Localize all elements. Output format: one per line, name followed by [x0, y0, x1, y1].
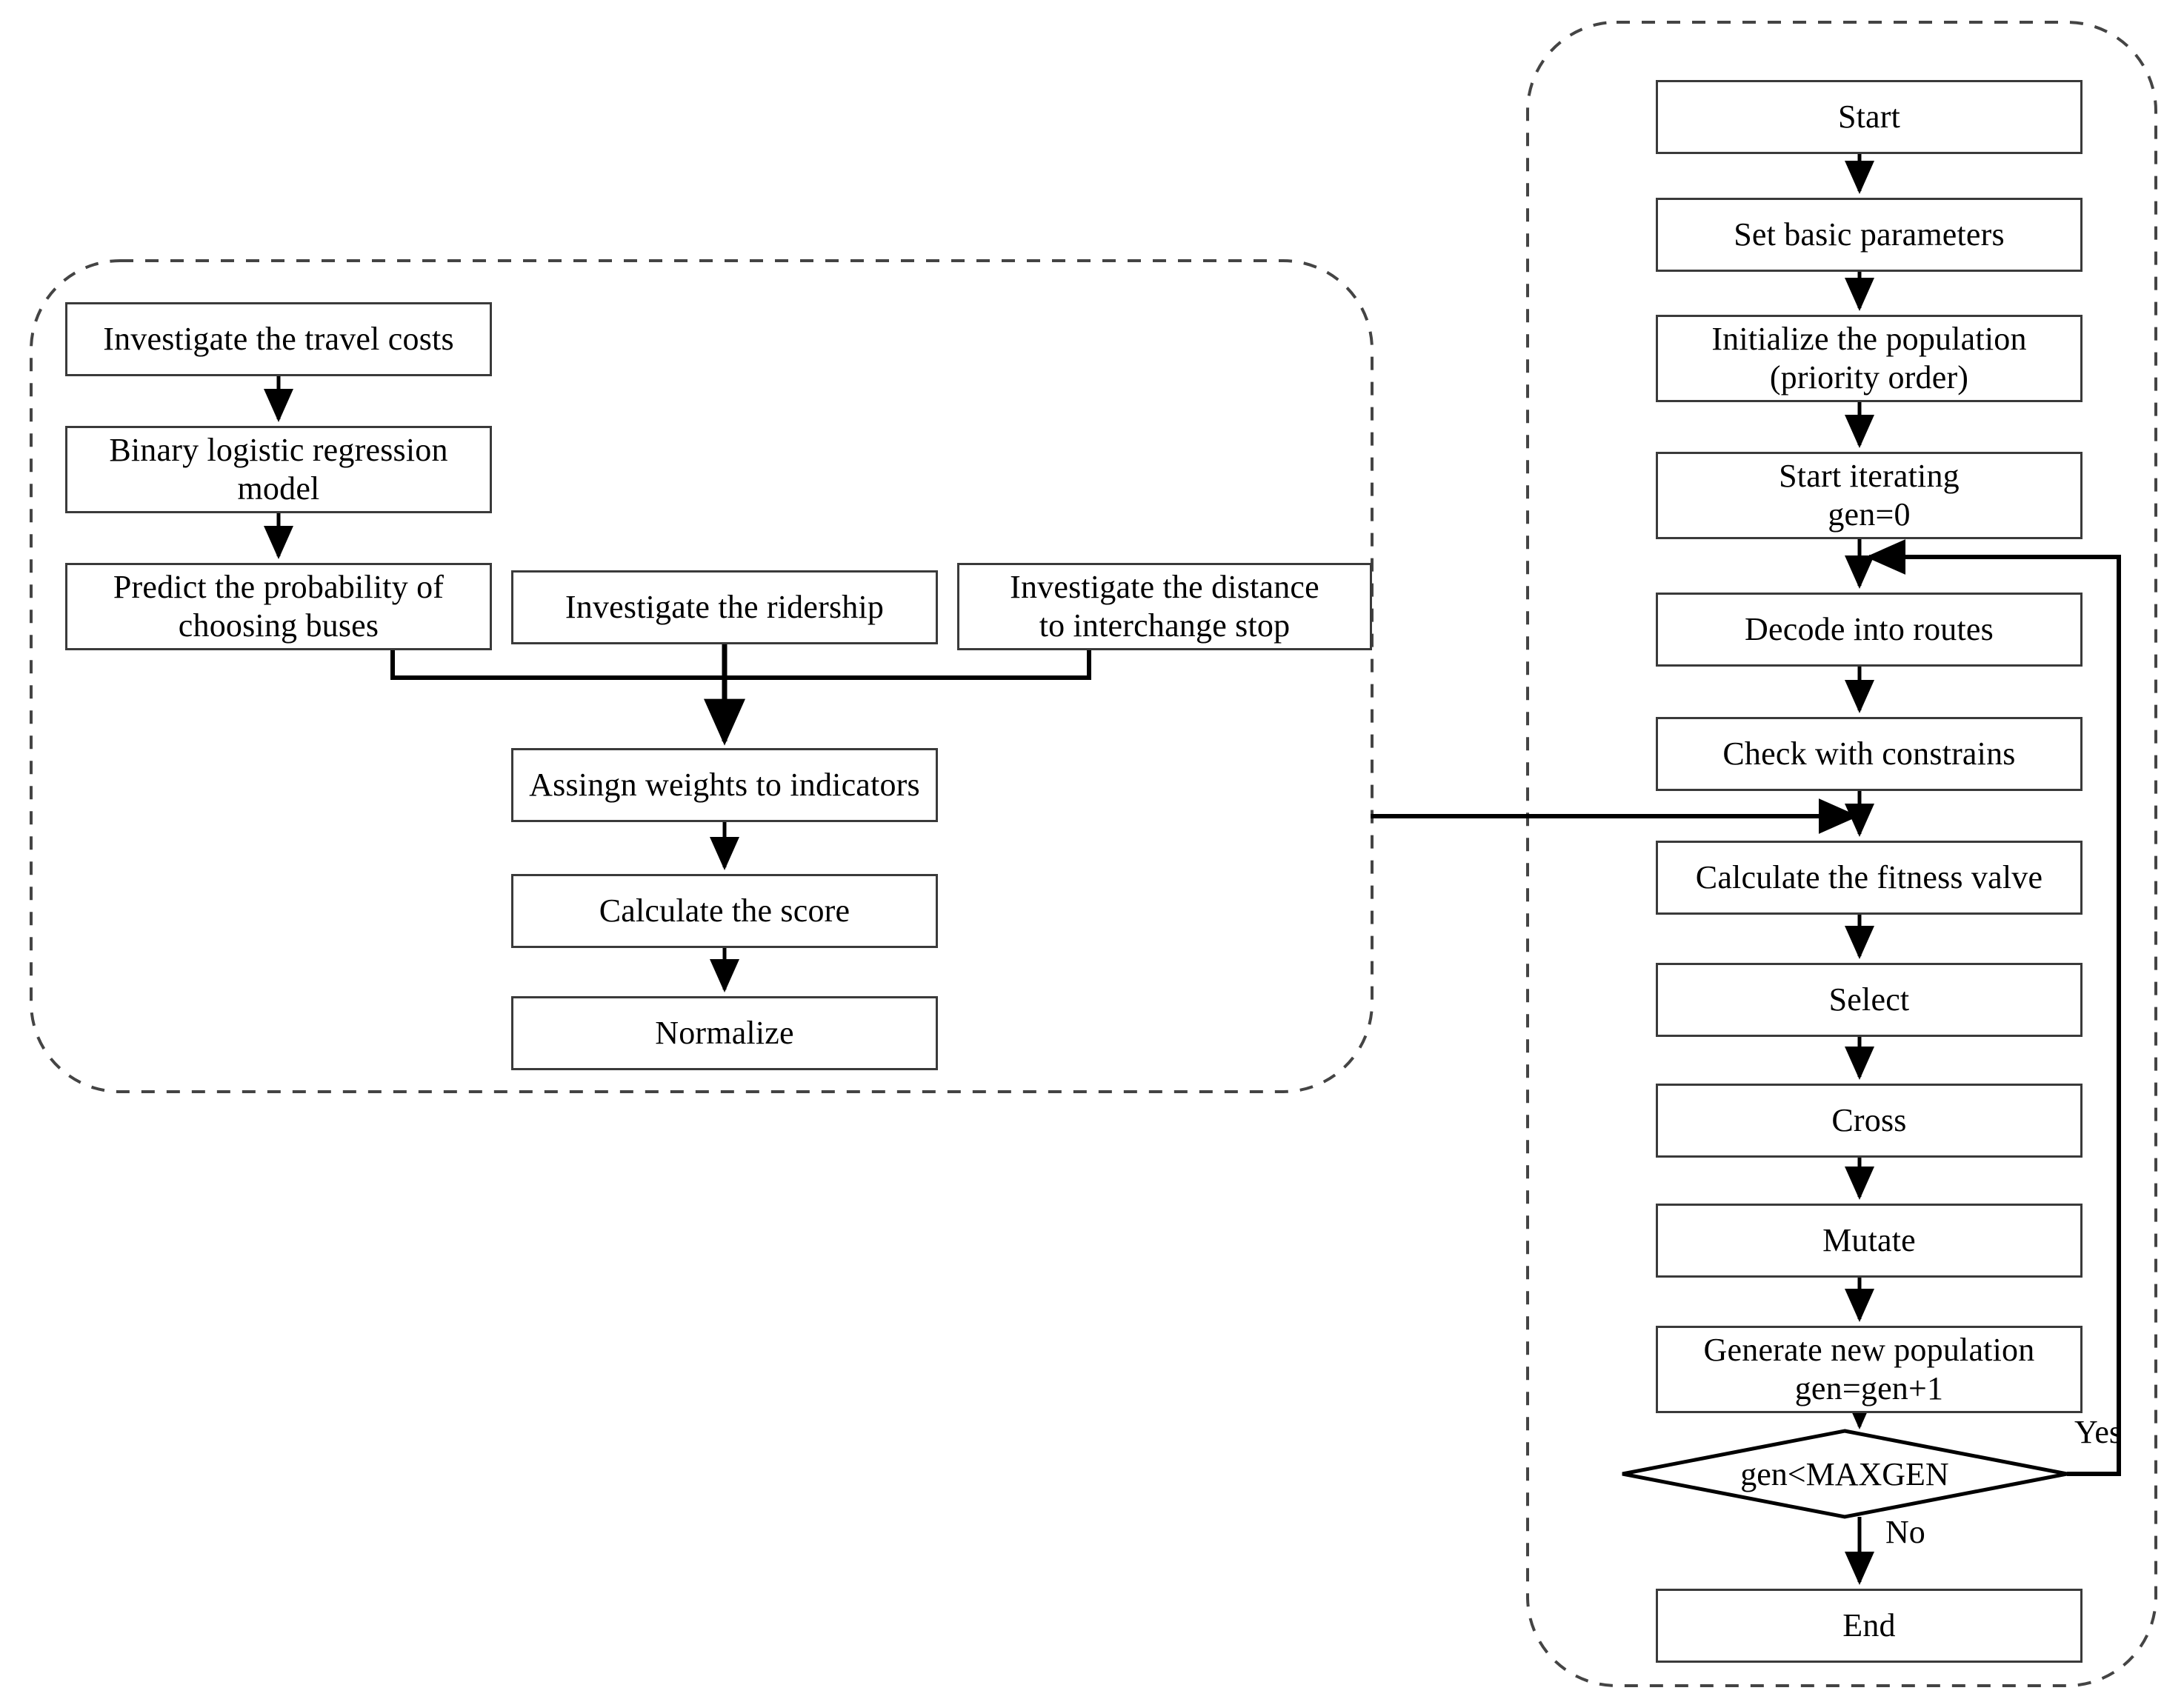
node-normalize[interactable]: Normalize [511, 996, 938, 1070]
edge-label-no: No [1885, 1514, 1925, 1550]
node-investigate-ridership[interactable]: Investigate the ridership [511, 570, 938, 644]
node-end[interactable]: End [1656, 1589, 2083, 1663]
node-start-iterating[interactable]: Start iterating gen=0 [1656, 452, 2083, 539]
node-decode-into-routes[interactable]: Decode into routes [1656, 593, 2083, 667]
node-start[interactable]: Start [1656, 80, 2083, 154]
decision-label-gen-maxgen[interactable]: gen<MAXGEN [1740, 1455, 1949, 1492]
node-calculate-the-fitness-valve[interactable]: Calculate the fitness valve [1656, 841, 2083, 915]
node-initialize-the-population[interactable]: Initialize the population (priority orde… [1656, 315, 2083, 402]
node-mutate[interactable]: Mutate [1656, 1204, 2083, 1278]
node-binary-logistic-regression-model[interactable]: Binary logistic regression model [65, 426, 492, 513]
edge-label-yes: Yes [2074, 1414, 2123, 1450]
node-set-basic-parameters[interactable]: Set basic parameters [1656, 198, 2083, 272]
edge-predict-to-bus [390, 650, 725, 680]
node-investigate-distance-interchange-stop[interactable]: Investigate the distance to interchange … [957, 563, 1372, 650]
edge-distance-to-bus [725, 650, 1091, 680]
node-generate-new-population[interactable]: Generate new population gen=gen+1 [1656, 1326, 2083, 1413]
node-check-with-constrains[interactable]: Check with constrains [1656, 717, 2083, 791]
node-calculate-the-score[interactable]: Calculate the score [511, 874, 938, 948]
node-select[interactable]: Select [1656, 963, 2083, 1037]
node-predict-probability-choosing-buses[interactable]: Predict the probability of choosing buse… [65, 563, 492, 650]
node-cross[interactable]: Cross [1656, 1084, 2083, 1158]
node-assign-weights-to-indicators[interactable]: Assingn weights to indicators [511, 748, 938, 822]
node-investigate-travel-costs[interactable]: Investigate the travel costs [65, 302, 492, 376]
left-panel-border [30, 259, 1374, 1093]
